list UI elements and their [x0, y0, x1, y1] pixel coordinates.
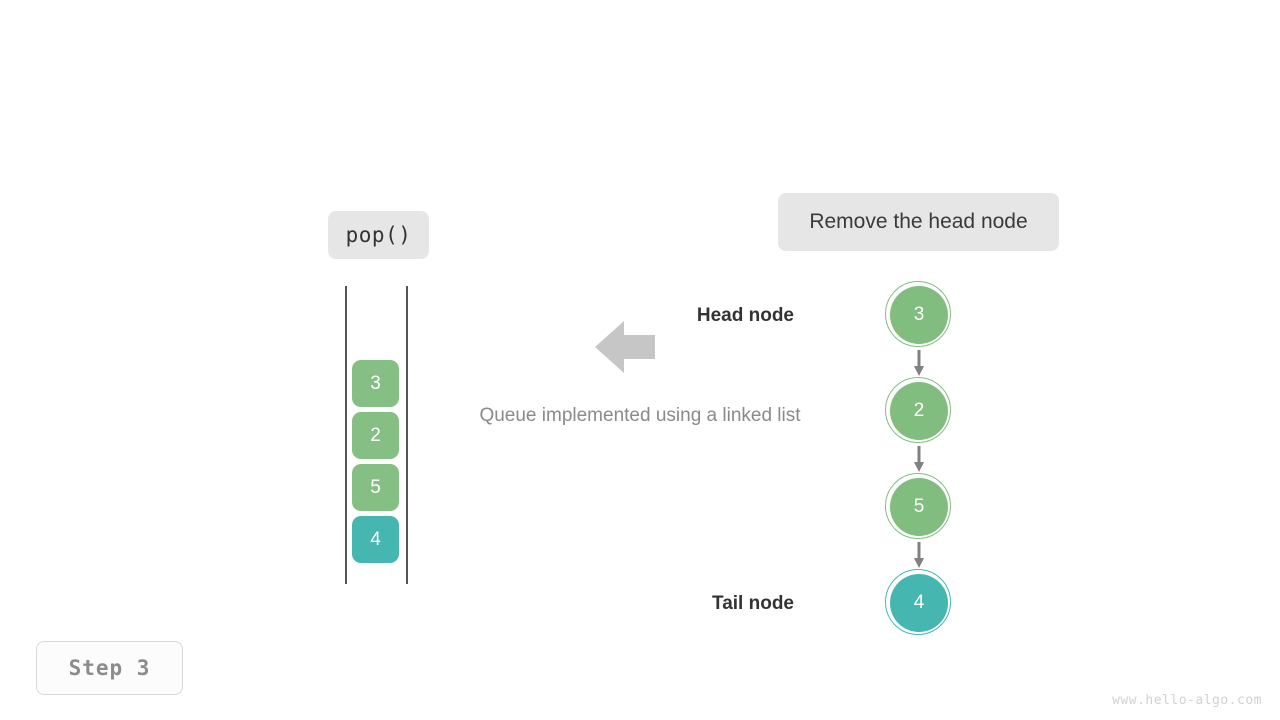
step-badge: Step 3: [36, 641, 183, 695]
queue-cell: 4: [352, 516, 399, 563]
list-node-value: 4: [913, 592, 925, 613]
list-node-value: 3: [913, 304, 925, 325]
queue-cell: 5: [352, 464, 399, 511]
flow-arrow-left-icon: [595, 320, 655, 374]
queue-array-view: 3 2 5 4: [344, 286, 410, 584]
caption-text: Queue implemented using a linked list: [479, 405, 801, 426]
queue-cell-value: 2: [370, 424, 381, 446]
link-arrow-down-icon: [913, 350, 925, 376]
link-arrow-down-icon: [913, 542, 925, 568]
list-node: 3: [885, 281, 951, 347]
list-node: 2: [885, 377, 951, 443]
queue-rail-right: [406, 286, 408, 584]
operation-chip: pop(): [328, 211, 429, 259]
queue-cell-value: 3: [370, 372, 381, 394]
queue-cell-value: 4: [370, 528, 381, 550]
tail-node-label: Tail node: [712, 593, 794, 614]
queue-cell: 2: [352, 412, 399, 459]
queue-cell: 3: [352, 360, 399, 407]
queue-rail-left: [345, 286, 347, 584]
list-node: 5: [885, 473, 951, 539]
queue-cell-value: 5: [370, 476, 381, 498]
watermark: www.hello-algo.com: [1112, 693, 1262, 708]
head-node-label: Head node: [696, 305, 794, 326]
list-node-value: 2: [913, 400, 925, 421]
linked-list-view: 3 Head node 2 5 4 Tail node: [697, 281, 970, 646]
action-description-chip: Remove the head node: [778, 193, 1059, 251]
link-arrow-down-icon: [913, 446, 925, 472]
queue-cell-list: 3 2 5 4: [352, 360, 400, 568]
list-node: 4: [885, 569, 951, 635]
list-node-value: 5: [913, 496, 925, 517]
